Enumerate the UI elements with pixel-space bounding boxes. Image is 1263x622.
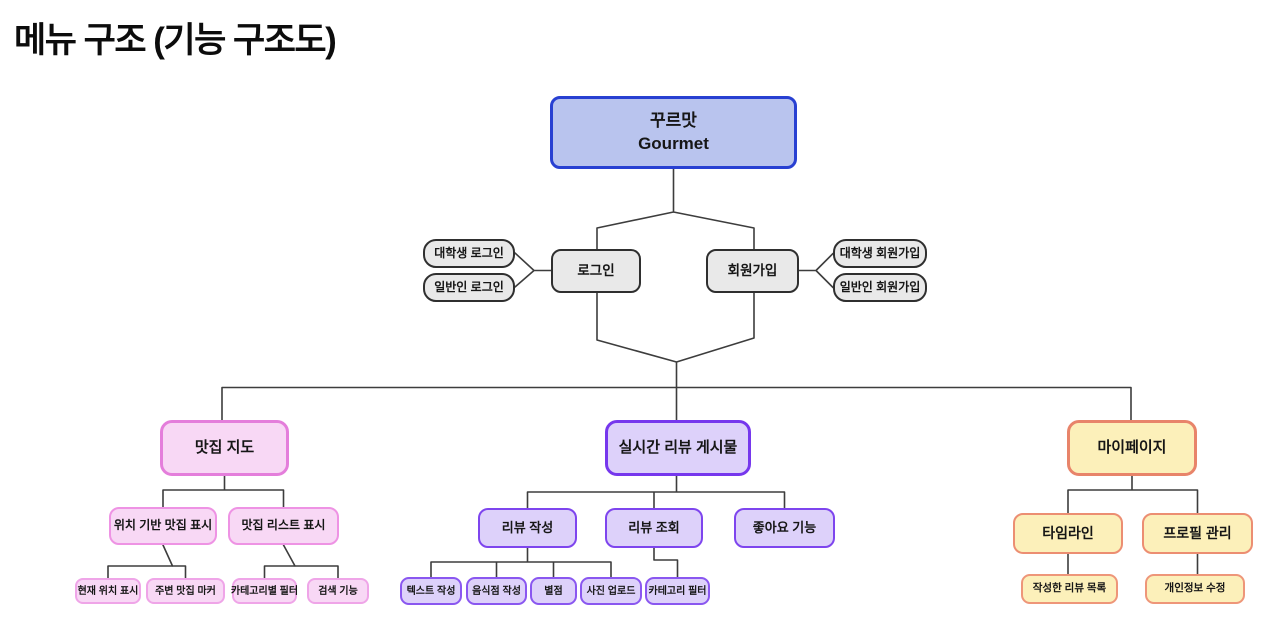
node-mypage: 마이페이지 [1067, 420, 1197, 476]
node-root: 꾸르맛 Gourmet [550, 96, 797, 169]
node-like-feature: 좋아요 기능 [734, 508, 835, 548]
node-map-list-display: 맛집 리스트 표시 [228, 507, 339, 545]
node-edit-personal-info: 개인정보 수정 [1145, 574, 1245, 604]
node-nearby-markers: 주변 맛집 마커 [146, 578, 225, 604]
node-timeline: 타임라인 [1013, 513, 1123, 554]
node-review-category-filter: 카테고리 필터 [645, 577, 710, 605]
node-category-filter: 카테고리별 필터 [231, 578, 298, 604]
node-login: 로그인 [551, 249, 641, 293]
connector-path [107, 168, 1199, 579]
node-profile-manage: 프로필 관리 [1142, 513, 1253, 554]
node-current-location: 현재 위치 표시 [75, 578, 141, 604]
node-review-view: 리뷰 조회 [605, 508, 703, 548]
node-login-general: 일반인 로그인 [423, 273, 515, 302]
node-photo-upload: 사진 업로드 [580, 577, 642, 605]
node-review-board: 실시간 리뷰 게시물 [605, 420, 751, 476]
node-map: 맛집 지도 [160, 420, 289, 476]
root-title-en: Gourmet [638, 133, 709, 153]
node-signup-general: 일반인 회원가입 [833, 273, 927, 302]
node-text-write: 텍스트 작성 [400, 577, 462, 605]
node-search-feature: 검색 기능 [307, 578, 369, 604]
node-my-review-list: 작성한 리뷰 목록 [1021, 574, 1118, 604]
node-login-university: 대학생 로그인 [423, 239, 515, 268]
node-rating: 별점 [530, 577, 577, 605]
node-restaurant-write: 음식점 작성 [466, 577, 527, 605]
node-signup-university: 대학생 회원가입 [833, 239, 927, 268]
root-title-ko: 꾸르맛 [650, 111, 697, 131]
node-review-write: 리뷰 작성 [478, 508, 577, 548]
node-map-location-display: 위치 기반 맛집 표시 [109, 507, 217, 545]
node-signup: 회원가입 [706, 249, 799, 293]
page-title: 메뉴 구조 (기능 구조도) [14, 21, 337, 60]
